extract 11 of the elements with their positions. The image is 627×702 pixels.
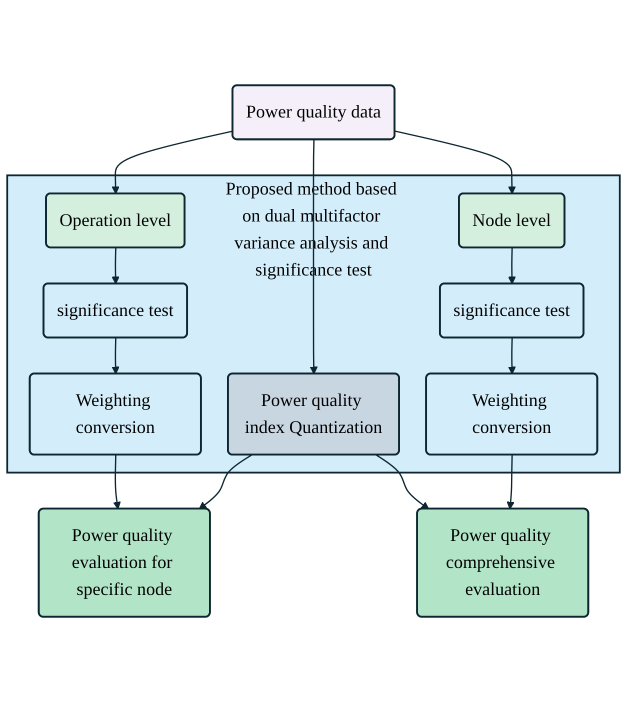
arrow (394, 130, 516, 194)
arrow (112, 338, 120, 374)
arrow (310, 140, 318, 374)
arrow (112, 130, 234, 194)
arrow (508, 338, 516, 374)
arrow (113, 455, 121, 510)
arrow (376, 454, 430, 510)
arrow (508, 248, 516, 284)
arrow (112, 248, 120, 284)
arrow (506, 455, 515, 510)
arrow (198, 454, 252, 510)
